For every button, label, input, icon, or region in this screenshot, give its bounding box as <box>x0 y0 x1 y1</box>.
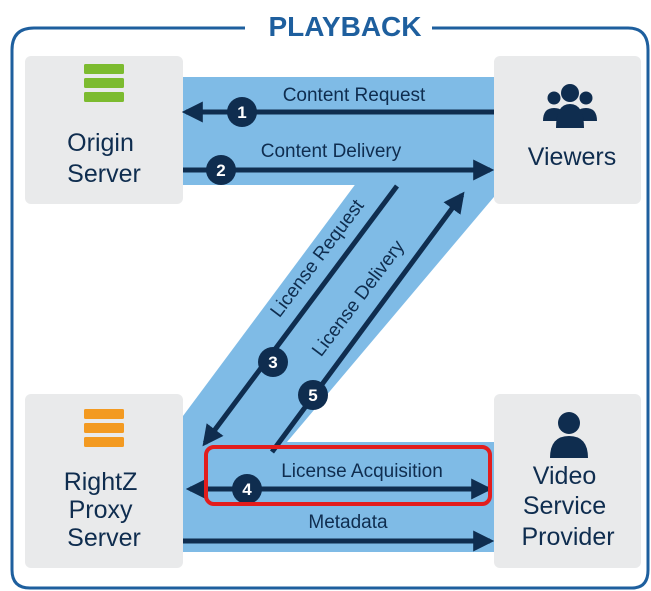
users-group-icon <box>543 84 597 128</box>
user-icon <box>550 412 588 458</box>
video-service-provider-node: Video Service Provider <box>494 394 641 568</box>
svg-text:2: 2 <box>216 161 225 180</box>
origin-server-label: Origin Server <box>67 129 141 188</box>
step-badge-4: 4 <box>232 474 262 504</box>
step-badge-5: 5 <box>298 380 328 410</box>
outer-frame <box>10 26 650 590</box>
proxy-server-label: RightZ Proxy Server <box>64 468 145 552</box>
video-service-provider-label: Video Service Provider <box>521 462 614 551</box>
server-stack-icon <box>84 64 124 102</box>
proxy-server-node: RightZ Proxy Server <box>25 394 183 568</box>
svg-text:1: 1 <box>237 103 246 122</box>
step-badge-2: 2 <box>206 155 236 185</box>
viewers-label: Viewers <box>528 143 616 171</box>
highlight-box <box>204 445 492 506</box>
step-badge-1: 1 <box>227 97 257 127</box>
step-badge-3: 3 <box>258 347 288 377</box>
svg-text:5: 5 <box>308 386 317 405</box>
content-request-label: Content Request <box>283 85 426 106</box>
metadata-label: Metadata <box>308 512 388 533</box>
diagram-title: PLAYBACK <box>269 11 422 42</box>
svg-text:3: 3 <box>268 353 277 372</box>
server-stack-icon <box>84 409 124 447</box>
license-delivery-arrow <box>269 191 465 454</box>
svg-text:4: 4 <box>242 480 252 499</box>
license-acquisition-label: License Acquisition <box>281 461 443 482</box>
content-delivery-label: Content Delivery <box>261 141 402 162</box>
license-request-arrow <box>202 184 400 447</box>
origin-server-node: Origin Server <box>25 56 183 204</box>
viewers-node: Viewers <box>494 56 641 204</box>
